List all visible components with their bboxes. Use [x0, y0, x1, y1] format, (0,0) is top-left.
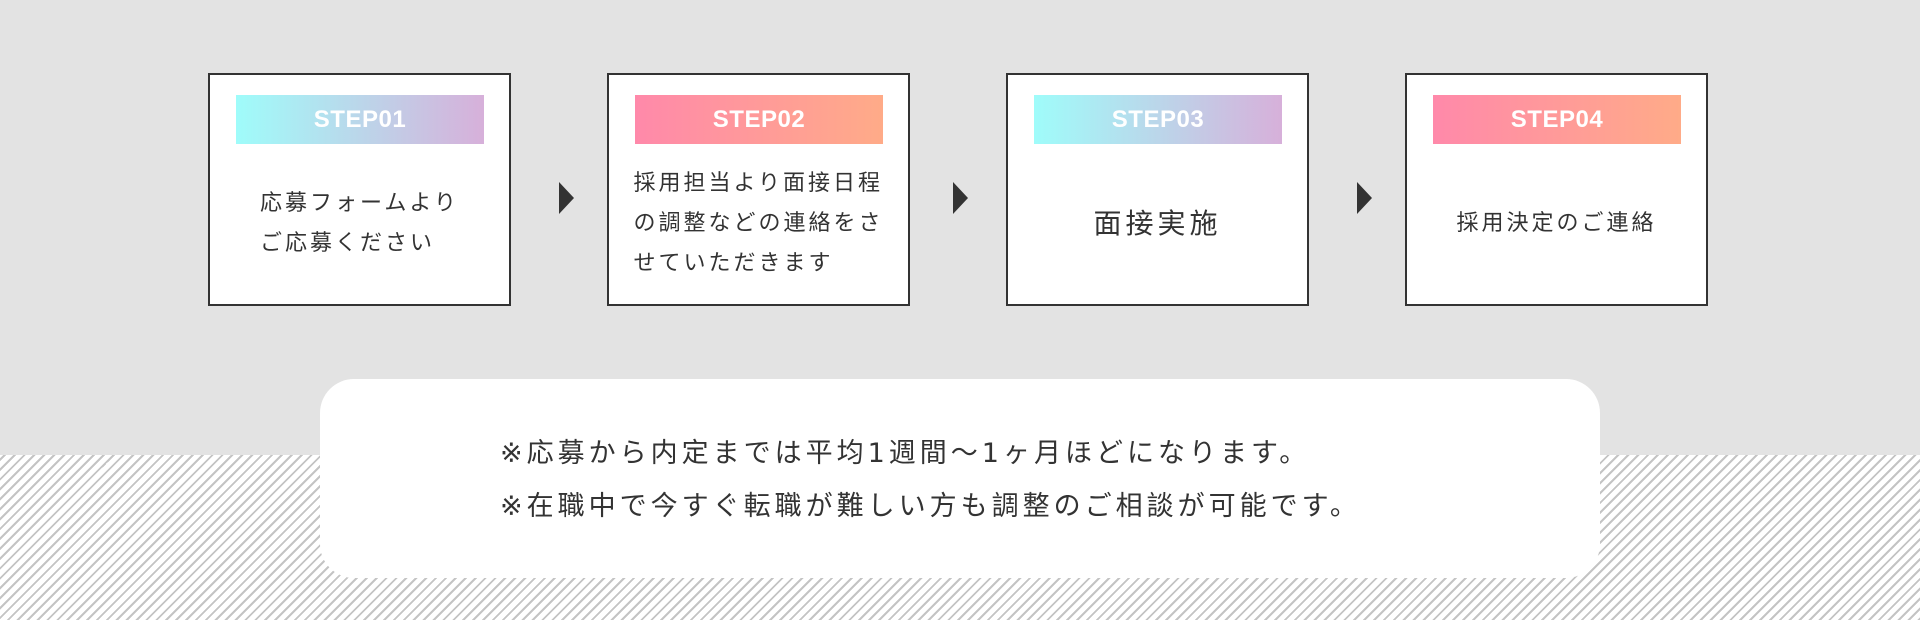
step-card-4: STEP04 採用決定のご連絡	[1405, 73, 1708, 306]
note-box: ※応募から内定までは平均1週間〜1ヶ月ほどになります。 ※在職中で今すぐ転職が難…	[320, 379, 1600, 578]
step-description-2-wrap: 採用担当より面接日程 の調整などの連絡をさ せていただきます	[625, 144, 892, 304]
note-line-1: ※応募から内定までは平均1週間〜1ヶ月ほどになります。	[500, 438, 1311, 469]
step-card-2: STEP02 採用担当より面接日程 の調整などの連絡をさ せていただきます	[607, 73, 910, 306]
step-label-3: STEP03	[1034, 95, 1282, 144]
step-label-2: STEP02	[635, 95, 883, 144]
step-description-4: 採用決定のご連絡	[1456, 211, 1657, 236]
step-card-1: STEP01 応募フォームより ご応募ください	[208, 73, 511, 306]
triangle-right-icon	[953, 182, 968, 214]
triangle-right-icon	[559, 182, 574, 214]
triangle-right-icon	[1357, 182, 1372, 214]
note-line-2: ※在職中で今すぐ転職が難しい方も調整のご相談が可能です。	[500, 491, 1361, 522]
step-description-1-wrap: 応募フォームより ご応募ください	[226, 144, 493, 304]
step-label-4: STEP04	[1433, 95, 1681, 144]
step-label-1: STEP01	[236, 95, 484, 144]
step-card-3: STEP03 面接実施	[1006, 73, 1309, 306]
step-description-3: 面接実施	[1093, 207, 1222, 240]
step-description-3-wrap: 面接実施	[1024, 144, 1291, 304]
step-description-1: 応募フォームより ご応募ください	[260, 191, 459, 256]
step-description-4-wrap: 採用決定のご連絡	[1423, 144, 1690, 304]
step-description-2: 採用担当より面接日程 の調整などの連絡をさ せていただきます	[633, 171, 884, 276]
